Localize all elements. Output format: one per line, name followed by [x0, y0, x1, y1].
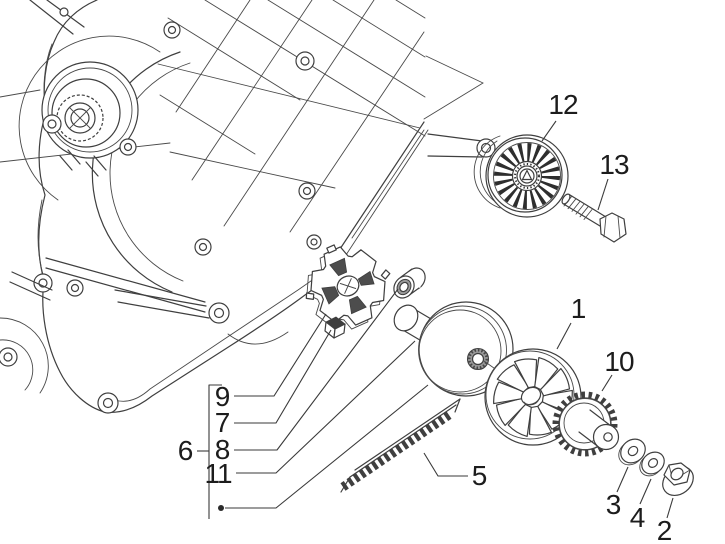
part-4-washer [639, 451, 665, 477]
group-bracket [197, 384, 224, 519]
part-3-washer [618, 438, 646, 466]
part-5-belt [339, 398, 461, 493]
leader-lines [225, 120, 674, 519]
part-10-gear [552, 391, 620, 457]
callout-12-text: 12 [548, 89, 578, 120]
callout-6: 6 [177, 435, 194, 466]
alignment-wedge-lines [423, 55, 484, 120]
callout-5-text: 5 [471, 460, 488, 491]
part-13-screw [561, 193, 627, 243]
callout-11: 11 [204, 458, 232, 489]
callout-10-text: 10 [604, 346, 634, 377]
part-roller [393, 267, 426, 299]
callout-6-text: 6 [177, 435, 194, 466]
callout-7-text: 7 [214, 407, 231, 438]
callout-1: 1 [570, 293, 587, 324]
callout-9-text: 9 [214, 381, 231, 412]
callout-12: 12 [548, 89, 578, 120]
callout-7: 7 [214, 407, 231, 438]
callout-8-text: 8 [214, 434, 231, 465]
crankcase-bolt-bosses [0, 21, 322, 414]
callout-8: 8 [214, 434, 231, 465]
callout-5: 5 [471, 460, 488, 491]
part-slider-shoe [324, 316, 346, 339]
callout-13-text: 13 [599, 149, 629, 180]
callout-13: 13 [599, 149, 629, 180]
callout-11-text: 11 [204, 458, 232, 489]
callout-3: 3 [605, 489, 622, 520]
part-movable-half-pulley [393, 301, 514, 397]
crankcase-drawing [0, 0, 496, 414]
fan-fins [493, 356, 573, 438]
callout-3-text: 3 [605, 489, 622, 520]
callout-1-text: 1 [570, 293, 587, 324]
part-variator-plate [305, 244, 391, 330]
part-2-nut [662, 462, 694, 497]
assembly-bullet [218, 505, 224, 511]
crankcase-ribs [157, 0, 426, 239]
callout-9: 9 [214, 381, 231, 412]
callout-4-text: 4 [629, 502, 646, 533]
callout-2-text: 2 [656, 515, 673, 544]
part-12-fan-wheel [473, 134, 569, 218]
callout-4: 4 [629, 502, 646, 533]
callout-10: 10 [604, 346, 634, 377]
callout-2: 2 [656, 515, 673, 544]
